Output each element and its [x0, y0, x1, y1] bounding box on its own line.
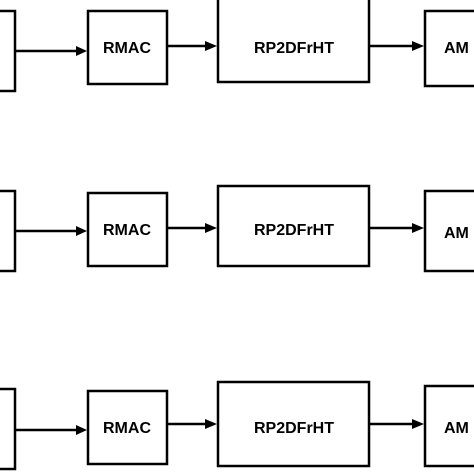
- arrowhead: [205, 419, 217, 429]
- am-block: [423, 384, 474, 468]
- arrowhead: [205, 41, 217, 51]
- am-label: AM: [444, 40, 469, 57]
- rp2dfrht-block: [216, 184, 371, 268]
- arrowhead: [412, 419, 424, 429]
- diagram-row-3: RMAC RP2DFrHT AM: [0, 380, 474, 471]
- rp2dfrht-label: RP2DFrHT: [254, 420, 334, 437]
- left-block: [0, 189, 17, 273]
- left-block: [0, 387, 17, 471]
- left-block: [0, 9, 17, 93]
- rmac-block: [86, 191, 169, 268]
- rmac-label: RMAC: [103, 420, 151, 437]
- rp2dfrht-label: RP2DFrHT: [254, 222, 334, 239]
- am-block: [423, 9, 474, 88]
- arrowhead: [205, 223, 217, 233]
- rmac-label: RMAC: [103, 40, 151, 57]
- am-label: AM: [444, 225, 469, 242]
- rmac-label: RMAC: [103, 222, 151, 239]
- am-label: AM: [444, 420, 469, 437]
- diagram-row-1: RMAC RP2DFrHT AM: [0, 0, 474, 93]
- arrowhead: [412, 223, 424, 233]
- am-block: [423, 189, 474, 273]
- rmac-block: [86, 389, 169, 466]
- arrowhead: [76, 425, 87, 435]
- diagram-row-2: RMAC RP2DFrHT AM: [0, 184, 474, 273]
- rp2dfrht-block: [216, 0, 371, 84]
- rp2dfrht-label: RP2DFrHT: [254, 40, 334, 57]
- arrowhead: [76, 46, 87, 56]
- arrowhead: [76, 226, 87, 236]
- rmac-block: [86, 9, 169, 86]
- arrowhead: [412, 41, 424, 51]
